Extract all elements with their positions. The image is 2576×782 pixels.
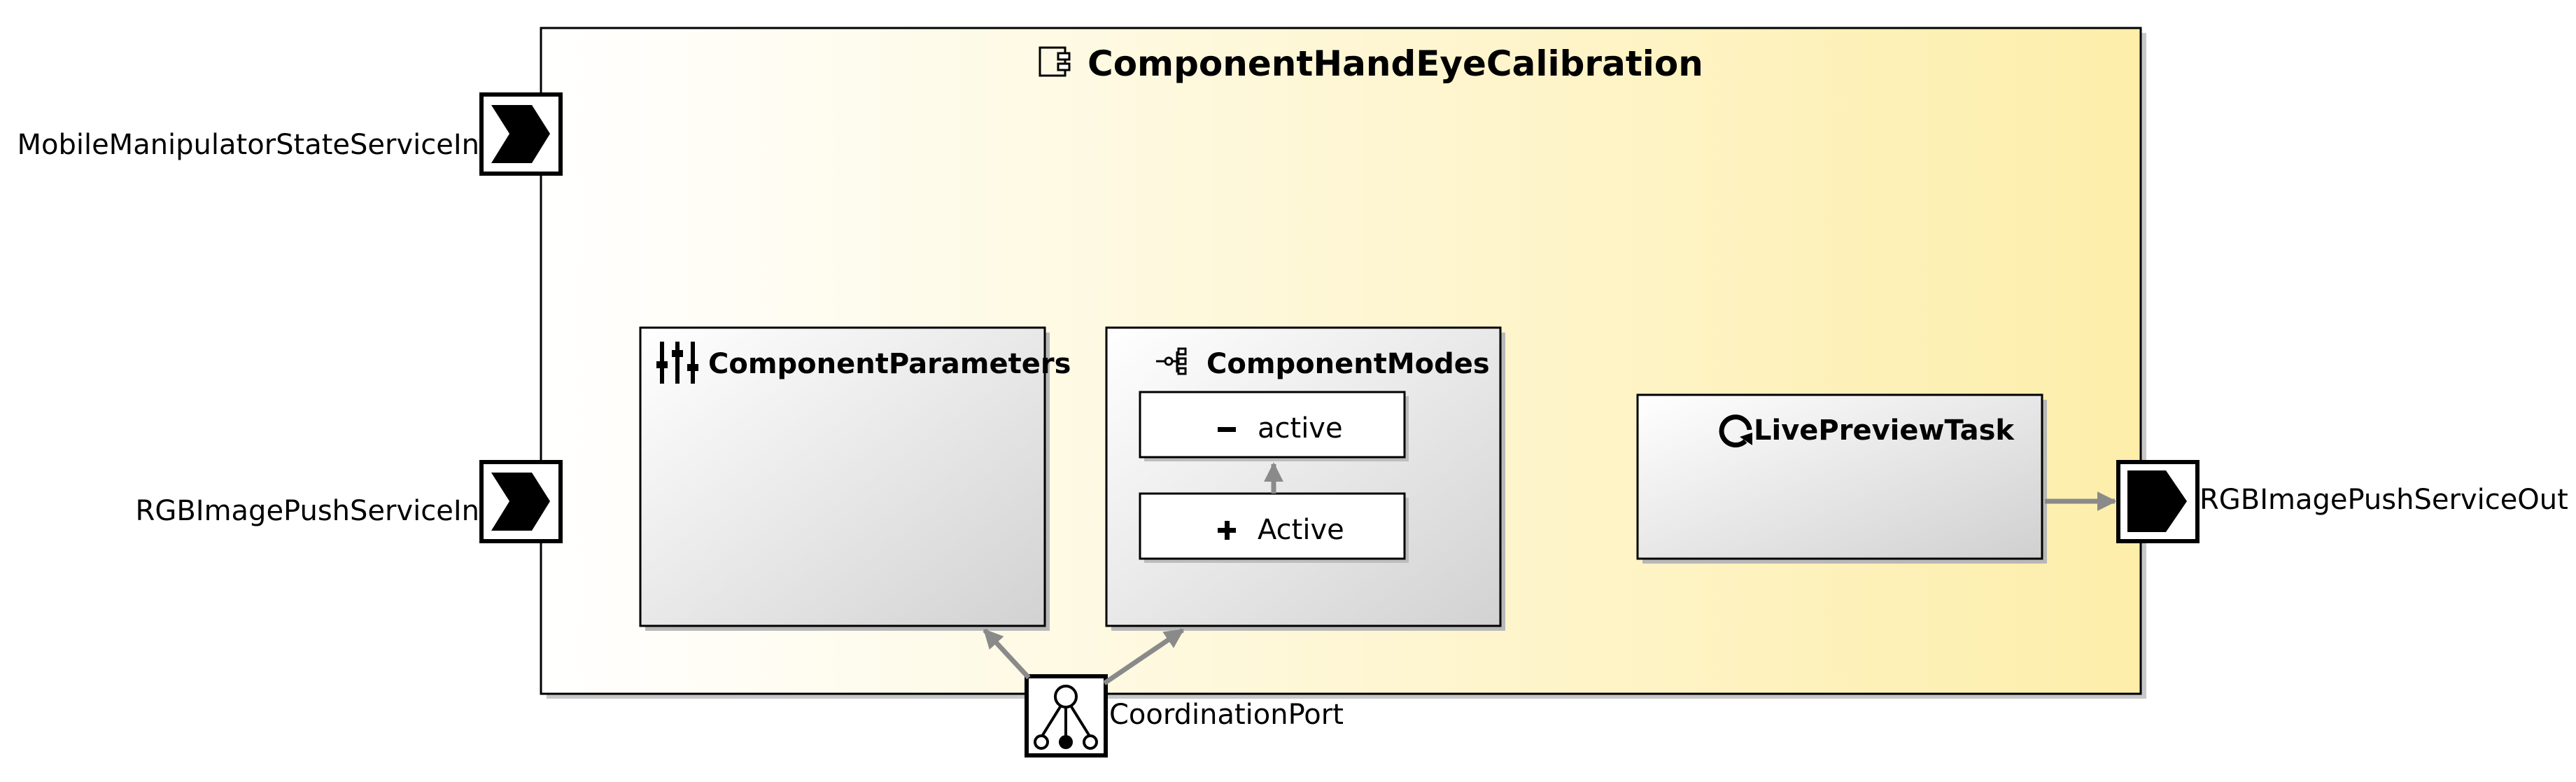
coordination-port[interactable] <box>1025 674 1108 757</box>
coordination-to-modes-connector <box>1103 628 1185 685</box>
mode-tree-icon <box>1156 347 1187 375</box>
mode-active-lower-label: active <box>1258 412 1343 445</box>
coordination-to-parameters-connector <box>983 628 1031 680</box>
sliders-icon <box>656 342 698 384</box>
port-rgb-image-push-in-label: RGBImagePushServiceIn <box>136 495 479 527</box>
coordination-port-label: CoordinationPort <box>1109 699 1344 731</box>
port-mobile-manipulator-state-in-label: MobileManipulatorStateServiceIn <box>17 129 479 161</box>
component-icon <box>1039 46 1071 77</box>
port-rgb-image-push-out[interactable] <box>2116 460 2200 543</box>
component-modes-block[interactable] <box>1105 326 1505 631</box>
task-loop-icon <box>1719 414 1752 448</box>
mode-active-upper-label: Active <box>1258 514 1344 546</box>
port-rgb-image-push-in[interactable] <box>479 460 563 543</box>
port-mobile-manipulator-state-in[interactable] <box>479 92 563 176</box>
component-modes-title: ComponentModes <box>1206 348 1490 380</box>
input-port-icon <box>491 105 550 163</box>
component-title: ComponentHandEyeCalibration <box>1088 43 1703 84</box>
output-port-icon <box>2127 470 2187 532</box>
port-rgb-image-push-out-label: RGBImagePushServiceOut <box>2200 484 2568 516</box>
coordination-port-icon <box>1034 685 1098 750</box>
component-parameters-block[interactable] <box>639 326 1050 631</box>
input-port-icon <box>491 473 550 531</box>
component-parameters-title: ComponentParameters <box>708 348 1071 380</box>
minus-icon <box>1218 427 1236 432</box>
plus-icon <box>1218 521 1236 540</box>
mode-active-lower[interactable] <box>1139 391 1409 461</box>
live-preview-task-block[interactable] <box>1636 393 2047 564</box>
mode-active-upper[interactable] <box>1139 492 1409 563</box>
live-preview-task-title: LivePreviewTask <box>1754 414 2015 447</box>
